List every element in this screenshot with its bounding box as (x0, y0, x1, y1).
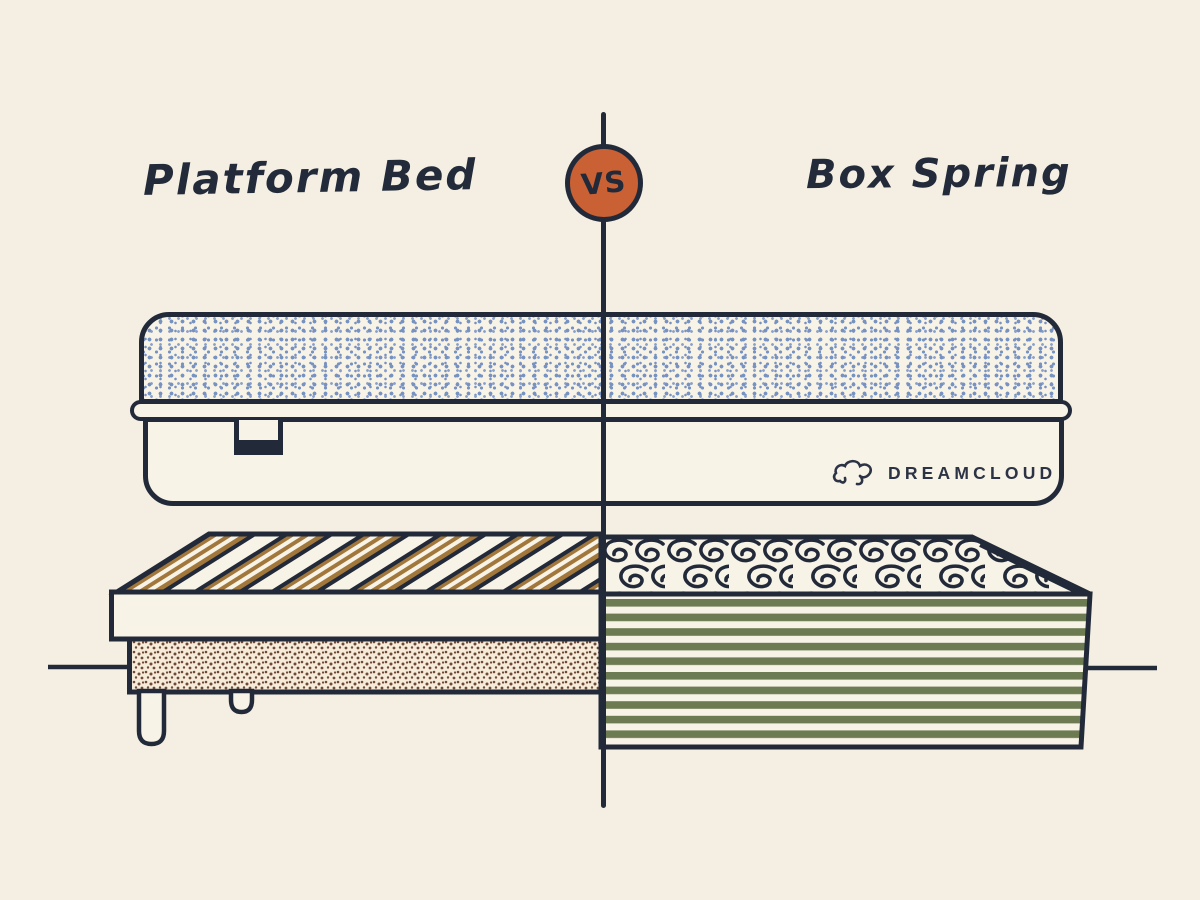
mattress-tag-foot (234, 440, 283, 455)
platform-skirt (127, 636, 604, 695)
platform-bed-title: Platform Bed (142, 150, 478, 205)
platform-base (108, 531, 604, 747)
platform-side-rail (109, 589, 604, 642)
coil-panel (598, 534, 1092, 597)
dreamcloud-logo: DREAMCLOUD (831, 456, 1056, 490)
platform-leg-back (228, 688, 255, 715)
center-divider-line (601, 112, 606, 808)
brand-wordmark: DREAMCLOUD (888, 462, 1057, 483)
box-spring-title: Box Spring (805, 149, 1072, 199)
cloud-icon (832, 459, 872, 486)
wood-slats (117, 534, 601, 592)
mattress-tag (234, 420, 283, 455)
platform-leg-front (136, 688, 167, 747)
vs-badge: VS (565, 144, 643, 222)
box-spring-front (598, 591, 1093, 750)
vs-badge-label: VS (579, 164, 629, 202)
box-spring-base (598, 534, 1093, 750)
